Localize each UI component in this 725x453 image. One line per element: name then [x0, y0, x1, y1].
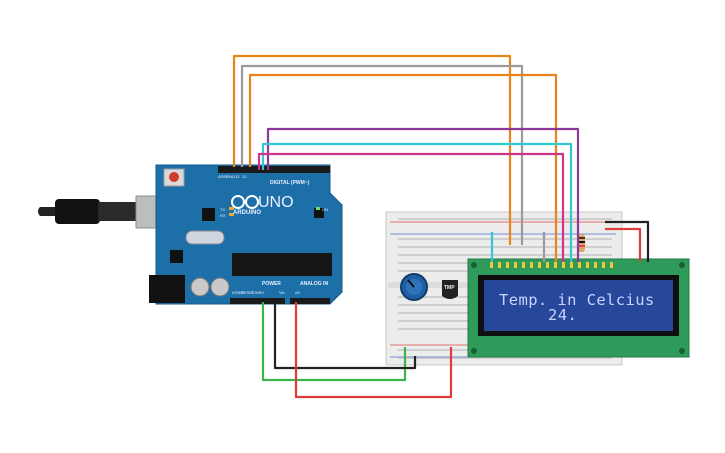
on-label: ON — [322, 207, 328, 212]
v33-label: 3.3V — [251, 290, 260, 295]
rx-label: RX — [220, 213, 226, 218]
board-brand: ARDUINO — [233, 210, 261, 216]
lcd-line-2: 24. — [548, 306, 578, 324]
usb-cable-icon[interactable] — [38, 195, 165, 229]
digital-label: DIGITAL (PWM~) — [270, 180, 310, 186]
aref-label: AREF — [218, 174, 229, 179]
wire-orange-2[interactable] — [248, 73, 558, 262]
digital-header[interactable] — [218, 166, 330, 173]
arduino-uno-board[interactable] — [149, 164, 343, 305]
wire-red-2[interactable] — [605, 227, 642, 262]
wire-green[interactable] — [261, 302, 407, 382]
wire-purple[interactable] — [266, 127, 580, 262]
vin-label: Vin — [279, 290, 285, 295]
wire-black-2[interactable] — [605, 220, 650, 262]
gnd-label: GND — [226, 174, 235, 179]
wire-magenta[interactable] — [257, 152, 565, 262]
reset-label: RESET — [241, 290, 255, 295]
arduino-logo-icon — [231, 195, 259, 209]
wire-red[interactable] — [294, 302, 453, 399]
lcd-module[interactable] — [467, 258, 690, 358]
wire-orange-1[interactable] — [232, 54, 512, 245]
wire-gray[interactable] — [240, 64, 524, 245]
power-header[interactable] — [230, 298, 285, 304]
ioref-label: IOREF — [232, 290, 245, 295]
wire-black[interactable] — [273, 302, 417, 370]
analog-label: ANALOG IN — [300, 281, 329, 287]
pin13-label: 13 — [235, 174, 240, 179]
tx-label: TX — [220, 207, 226, 212]
v5-label: 5V — [259, 290, 264, 295]
power-label: POWER — [262, 281, 281, 287]
wires — [232, 54, 650, 399]
pin12-label: 12 — [242, 174, 247, 179]
potentiometer-icon[interactable] — [400, 273, 428, 301]
board-model: UNO — [258, 194, 294, 211]
sensor-label: TMP — [444, 285, 455, 291]
a0-label: A0 — [295, 290, 300, 295]
temperature-sensor-icon[interactable] — [442, 280, 458, 299]
lcd-line-1: Temp. in Celcius — [499, 291, 655, 309]
wire-cyan[interactable] — [261, 142, 573, 262]
analog-header[interactable] — [290, 298, 330, 304]
